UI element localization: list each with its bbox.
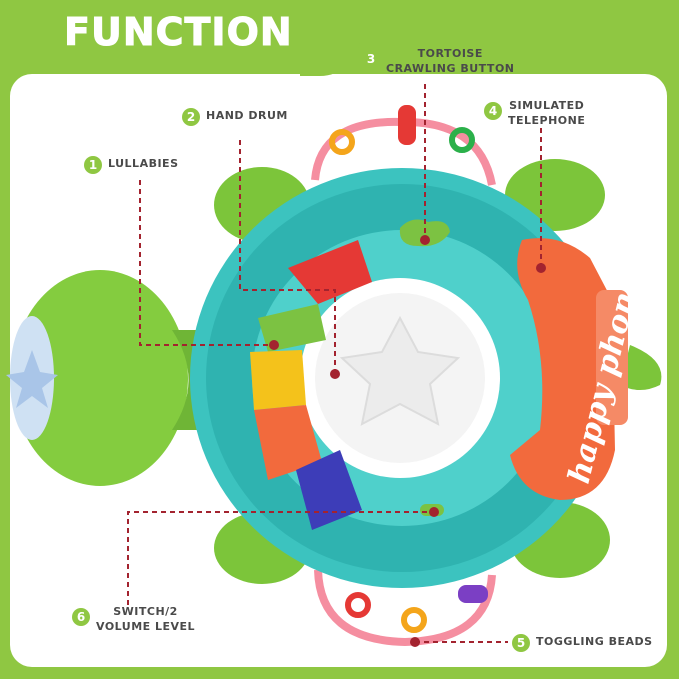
feature-telephone: 4 SIMULATED TELEPHONE (484, 98, 585, 128)
bead-top-2 (398, 105, 416, 145)
feature-label: HAND DRUM (206, 109, 288, 122)
feature-beads: 5 TOGGLING BEADS (512, 634, 653, 652)
feature-crawling-button: 3 TORTOISE CRAWLING BUTTON (362, 46, 515, 76)
feature-number: 2 (182, 108, 200, 126)
leader-dot-switch (429, 507, 439, 517)
header-tab (40, 8, 302, 66)
feature-label-line1: TORTOISE (417, 47, 483, 60)
feature-label: SWITCH/2 VOLUME LEVEL (96, 604, 195, 634)
feature-number: 4 (484, 102, 502, 120)
feature-label-line2: TELEPHONE (508, 114, 586, 127)
leader-dot-crawling (420, 235, 430, 245)
leader-lullabies (139, 180, 270, 346)
leader-dot-telephone (536, 263, 546, 273)
bead-bottom-1 (345, 592, 371, 618)
page-title: FUNCTION (64, 10, 293, 55)
feature-label: SIMULATED TELEPHONE (508, 98, 585, 128)
leader-dot-lullabies (269, 340, 279, 350)
feature-number: 1 (84, 156, 102, 174)
feature-number: 6 (72, 608, 90, 626)
leader-switch (127, 511, 432, 605)
leader-dot-beads (410, 637, 420, 647)
bottom-bead-ring (314, 569, 496, 647)
bead-top-3 (449, 127, 475, 153)
feature-label: LULLABIES (108, 157, 179, 170)
feature-switch: 6 SWITCH/2 VOLUME LEVEL (72, 604, 195, 634)
phone-buttons[interactable] (596, 290, 628, 425)
feature-label: TOGGLING BEADS (536, 635, 653, 648)
feature-hand-drum: 2 HAND DRUM (182, 108, 288, 126)
bead-bottom-3 (458, 585, 488, 603)
head-light-star (6, 350, 58, 408)
turtle-head (12, 270, 188, 486)
feature-label: TORTOISE CRAWLING BUTTON (386, 46, 515, 76)
feature-lullabies: 1 LULLABIES (84, 156, 179, 174)
bead-bottom-2 (401, 607, 427, 633)
tail (620, 345, 662, 390)
feature-label-line1: SWITCH/2 (113, 605, 178, 618)
simulated-telephone[interactable] (510, 238, 615, 500)
bead-top-1 (329, 129, 355, 155)
leader-hand-drum (239, 140, 336, 372)
key-animal[interactable] (254, 405, 322, 480)
feature-label-line2: CRAWLING BUTTON (386, 62, 515, 75)
feature-number: 5 (512, 634, 530, 652)
key-123[interactable] (258, 304, 326, 352)
key-music[interactable] (296, 450, 362, 530)
key-abc[interactable] (288, 240, 372, 304)
key-lullaby[interactable] (250, 350, 306, 410)
feature-label-line2: VOLUME LEVEL (96, 620, 196, 633)
feature-label-line1: SIMULATED (509, 99, 585, 112)
drum-star (339, 315, 461, 426)
leader-dot-hand-drum (330, 369, 340, 379)
feature-number: 3 (362, 50, 380, 68)
